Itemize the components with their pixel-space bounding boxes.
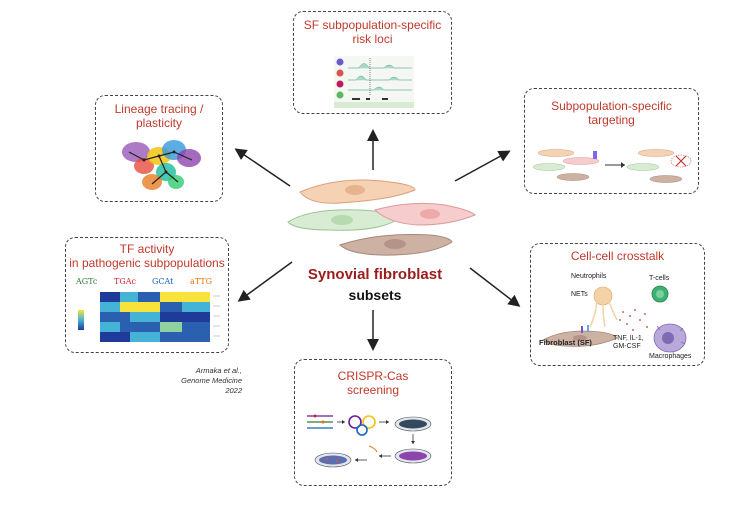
risk-loci-box: SF subpopulation-specific risk loci [293,11,452,114]
center-title: Synovial fibroblast [307,266,443,283]
targeting-graphic [532,149,692,183]
macrophages-label: Macrophages [649,353,692,360]
crosstalk-box: Cell-cell crosstalk Neutrophils NETs T-c… [530,243,705,366]
svg-text:AGTc: AGTc [75,277,98,286]
svg-text:GCAt: GCAt [152,277,174,286]
tf-activity-title: TF activity in pathogenic subpopulations [69,242,225,270]
crispr-box: CRISPR-Cas screening [294,359,452,486]
crosstalk-graphic [542,285,687,353]
nets-label: NETs [571,291,588,298]
tf-heatmap [100,292,210,342]
lineage-box: Lineage tracing / plasticity [95,95,223,202]
risk-loci-graphic [334,56,414,108]
tcells-label: T-cells [649,275,670,282]
lineage-title: Lineage tracing / plasticity [114,102,204,130]
arrow-down-right [469,267,521,307]
crosstalk-title: Cell-cell crosstalk [570,249,665,263]
targeting-title: Subpopulation-specific targeting [551,99,672,127]
svg-text:TGAc: TGAc [114,277,137,286]
crispr-graphic [307,414,432,468]
targeting-box: Subpopulation-specific targeting [524,88,699,194]
neutrophils-label: Neutrophils [571,273,607,280]
tf-activity-box: TF activity in pathogenic subpopulations… [65,237,229,353]
fibroblast-label: Fibroblast (SF) [539,338,592,347]
citation: Armaka et al., Genome Medicine 2022 [181,366,242,395]
arrow-up-left [234,148,291,187]
cytokines-label: TNF, IL-1, GM-CSF [613,335,644,350]
lineage-umap-graphic [122,140,201,190]
risk-loci-title: SF subpopulation-specific risk loci [303,18,442,46]
svg-text:aTTG: aTTG [190,277,212,286]
tf-activity-graphic: AGTc TGAc GCAt aTTG [75,277,220,342]
crispr-title: CRISPR-Cas screening [337,369,409,397]
central-fibroblast-cells [287,179,476,256]
arrow-down-left [237,261,293,302]
arrow-up-right [454,150,511,182]
center-subtitle: subsets [348,287,402,303]
